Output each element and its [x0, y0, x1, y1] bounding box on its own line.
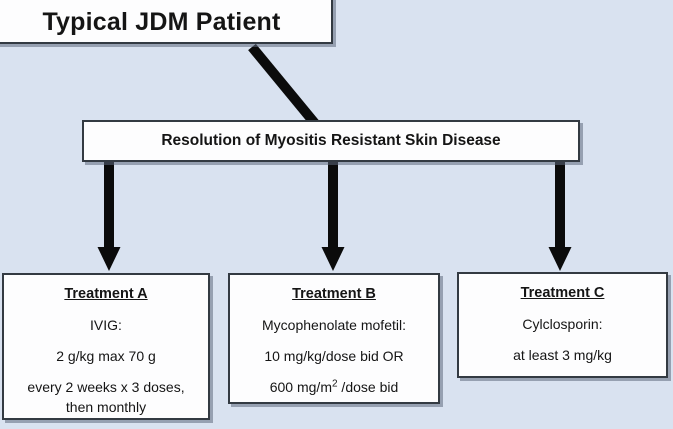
treatment-c-line-1: Cylclosporin: — [522, 316, 603, 332]
treatment-a-line-3: every 2 weeks x 3 doses, then monthly — [27, 379, 185, 415]
treatment-b-heading: Treatment B — [292, 286, 376, 302]
treatment-b-line-1: Mycophenolate mofetil: — [262, 317, 406, 333]
treatment-b-line-2: 10 mg/kg/dose bid OR — [264, 348, 404, 364]
treatment-a-line-2: 2 g/kg max 70 g — [56, 348, 156, 364]
treatment-b-dose-line: 600 mg/m2 /dose bid — [270, 377, 399, 397]
arrow-down-to-treatment-a-icon — [97, 161, 121, 271]
treatment-a-box: Treatment A IVIG: 2 g/kg max 70 g every … — [2, 273, 210, 420]
dose-line-superscript: 2 — [331, 378, 338, 390]
treatment-a-heading: Treatment A — [64, 286, 148, 302]
title-label: Typical JDM Patient — [42, 7, 281, 36]
treatment-c-heading: Treatment C — [520, 285, 605, 301]
treatment-c-line-2: at least 3 mg/kg — [513, 347, 612, 363]
treatment-b-box: Treatment B Mycophenolate mofetil: 10 mg… — [228, 273, 440, 404]
decision-box: Resolution of Myositis Resistant Skin Di… — [82, 120, 580, 162]
arrow-down-to-treatment-c-icon — [548, 161, 572, 271]
dose-line-post: /dose bid — [337, 379, 399, 395]
title-box: Typical JDM Patient — [0, 0, 333, 44]
arrow-down-to-treatment-b-icon — [321, 161, 345, 271]
treatment-a-line-1: IVIG: — [90, 317, 122, 333]
treatment-c-box: Treatment C Cylclosporin: at least 3 mg/… — [457, 272, 668, 378]
decision-label: Resolution of Myositis Resistant Skin Di… — [161, 132, 501, 149]
dose-line-pre: 600 mg/m — [269, 379, 332, 395]
